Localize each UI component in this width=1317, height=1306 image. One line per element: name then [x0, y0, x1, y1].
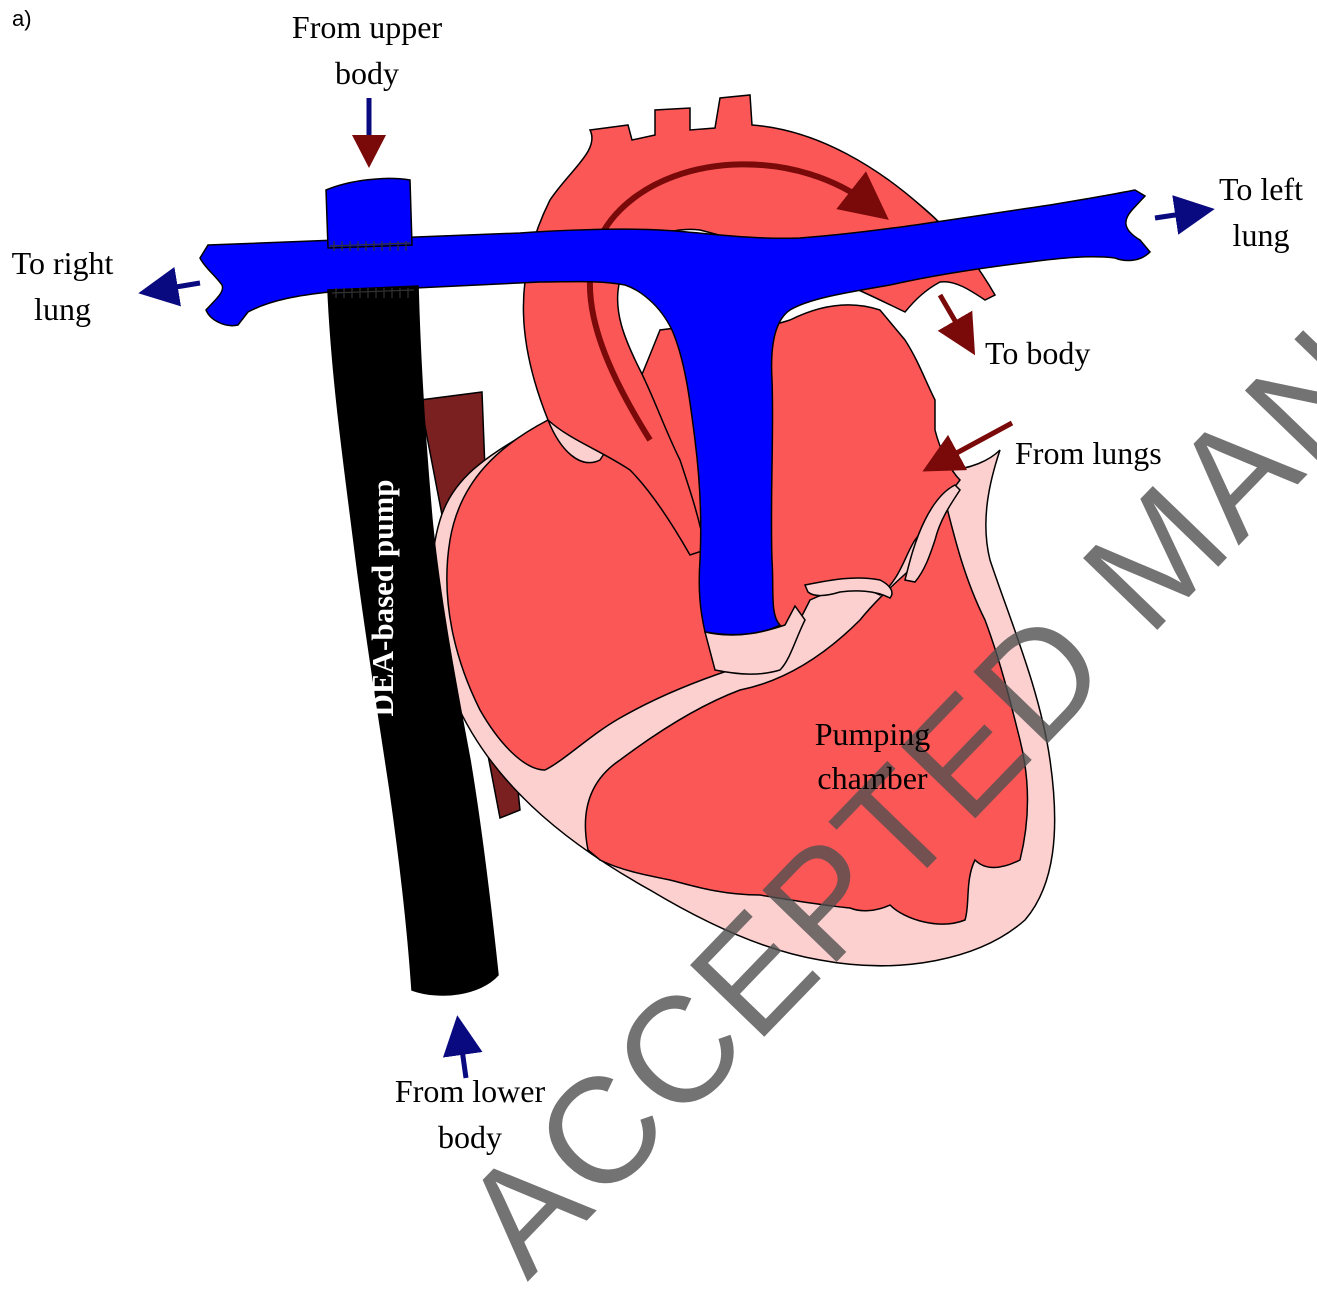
label-from-lungs: From lungs: [1015, 430, 1162, 476]
label-from-lower-body: From lower body: [380, 1068, 560, 1160]
panel-label: a): [12, 6, 32, 32]
label-line: To left: [1205, 166, 1317, 212]
label-from-upper-body: From upper body: [281, 4, 453, 96]
heart-diagram: ACCEPTED MANU a) From upper body To left…: [0, 0, 1317, 1159]
label-line: Pumping: [795, 712, 950, 756]
label-line: From lower: [380, 1068, 560, 1114]
pump-upper-segment: [326, 178, 412, 248]
label-to-left-lung: To left lung: [1205, 166, 1317, 258]
label-to-body: To body: [985, 330, 1090, 376]
arrow-from-lungs: [940, 423, 1012, 462]
label-line: lung: [1205, 212, 1317, 258]
label-line: From upper: [281, 4, 453, 50]
label-line: body: [380, 1114, 560, 1160]
label-to-right-lung: To right lung: [0, 240, 125, 332]
panel-letter: a): [12, 6, 32, 31]
label-line: lung: [0, 286, 125, 332]
label-line: To right: [0, 240, 125, 286]
arrow-to-right-lung: [158, 283, 200, 290]
arrow-to-left-lung: [1155, 212, 1195, 218]
label-line: body: [281, 50, 453, 96]
arrow-to-body: [940, 295, 965, 338]
pump-label: DEA-based pump: [365, 480, 401, 717]
label-line: chamber: [795, 756, 950, 800]
arrow-from-upper-body-head: [352, 135, 386, 168]
label-pumping-chamber: Pumping chamber: [795, 712, 950, 800]
